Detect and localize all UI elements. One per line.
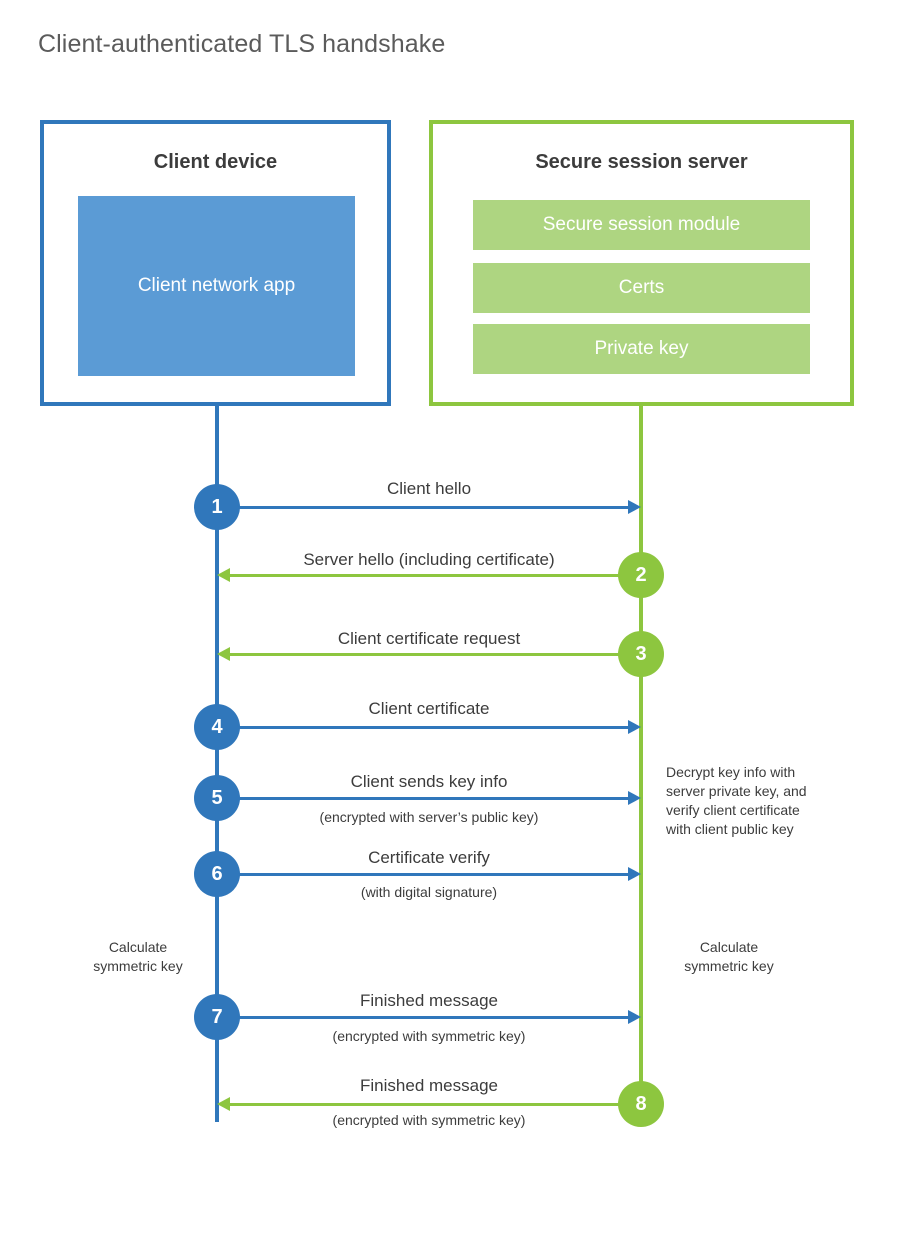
step-number-badge: 1 xyxy=(194,484,240,530)
page-title: Client-authenticated TLS handshake xyxy=(38,30,446,58)
arrow-head-left-icon xyxy=(217,1097,230,1111)
message-label: Finished message xyxy=(360,1076,498,1095)
server-decrypt-note-line: verify client certificate xyxy=(666,801,800,818)
step-number-badge: 7 xyxy=(194,994,240,1040)
message-sublabel: (encrypted with symmetric key) xyxy=(332,1028,526,1044)
client-calculate-note-line: Calculate xyxy=(108,939,168,955)
message-label: Certificate verify xyxy=(368,848,490,867)
message-sublabel: (with digital signature) xyxy=(360,884,498,900)
server-calculate-note-line: symmetric key xyxy=(684,957,774,974)
server-decrypt-note-line: with client public key xyxy=(666,820,794,837)
message-arrow-line xyxy=(230,1103,641,1106)
arrow-head-left-icon xyxy=(217,568,230,582)
message-sublabel: (encrypted with symmetric key) xyxy=(332,1112,526,1128)
server-block-label: Secure session module xyxy=(542,214,741,235)
arrow-head-right-icon xyxy=(628,867,641,881)
message-arrow-line xyxy=(217,797,628,800)
server-decrypt-note-line: Decrypt key info with xyxy=(666,764,796,780)
server-decrypt-note-line: server private key, and xyxy=(666,782,807,799)
server-block-label: Certs xyxy=(618,277,665,298)
arrow-head-right-icon xyxy=(628,720,641,734)
message-label: Server hello (including certificate) xyxy=(303,550,555,569)
message-label: Finished message xyxy=(360,991,498,1010)
server-block-secure-session-module: Secure session module xyxy=(473,200,810,250)
message-label: Client certificate xyxy=(368,699,490,718)
message-arrow-line xyxy=(217,1016,628,1019)
arrow-head-right-icon xyxy=(628,791,641,805)
message-arrow-line xyxy=(217,873,628,876)
client-calculate-note-line: symmetric key xyxy=(93,957,183,974)
client-calculate-symmetric-key-note: Calculate symmetric key xyxy=(75,938,201,976)
message-arrow-line xyxy=(230,574,641,577)
message-sublabel: (encrypted with server’s public key) xyxy=(319,809,539,825)
server-block-label: Private key xyxy=(594,338,689,359)
step-number-badge: 4 xyxy=(194,704,240,750)
secure-session-server-title: Secure session server xyxy=(535,151,748,173)
client-device-title: Client device xyxy=(153,151,278,173)
arrow-head-right-icon xyxy=(628,500,641,514)
client-lifeline xyxy=(215,404,219,1122)
server-block-private-key: Private key xyxy=(473,324,810,374)
step-number-badge: 5 xyxy=(194,775,240,821)
message-arrow-line xyxy=(230,653,641,656)
client-device-box: Client device Client network app xyxy=(40,120,391,406)
server-calculate-note-line: Calculate xyxy=(699,939,759,955)
message-arrow-line xyxy=(217,726,628,729)
message-label: Client certificate request xyxy=(337,629,521,648)
step-number-badge: 8 xyxy=(618,1081,664,1127)
step-number-badge: 3 xyxy=(618,631,664,677)
message-label: Client hello xyxy=(386,479,472,498)
server-decrypt-note: Decrypt key info with server private key… xyxy=(666,763,866,839)
step-number-badge: 2 xyxy=(618,552,664,598)
client-network-app-block: Client network app xyxy=(78,196,355,376)
client-network-app-label: Client network app xyxy=(137,275,296,297)
message-arrow-line xyxy=(217,506,628,509)
step-number-badge: 6 xyxy=(194,851,240,897)
arrow-head-right-icon xyxy=(628,1010,641,1024)
message-label: Client sends key info xyxy=(350,772,508,791)
arrow-head-left-icon xyxy=(217,647,230,661)
server-block-certs: Certs xyxy=(473,263,810,313)
server-lifeline xyxy=(639,404,643,1106)
server-calculate-symmetric-key-note: Calculate symmetric key xyxy=(666,938,792,976)
secure-session-server-box: Secure session server Secure session mod… xyxy=(429,120,854,406)
